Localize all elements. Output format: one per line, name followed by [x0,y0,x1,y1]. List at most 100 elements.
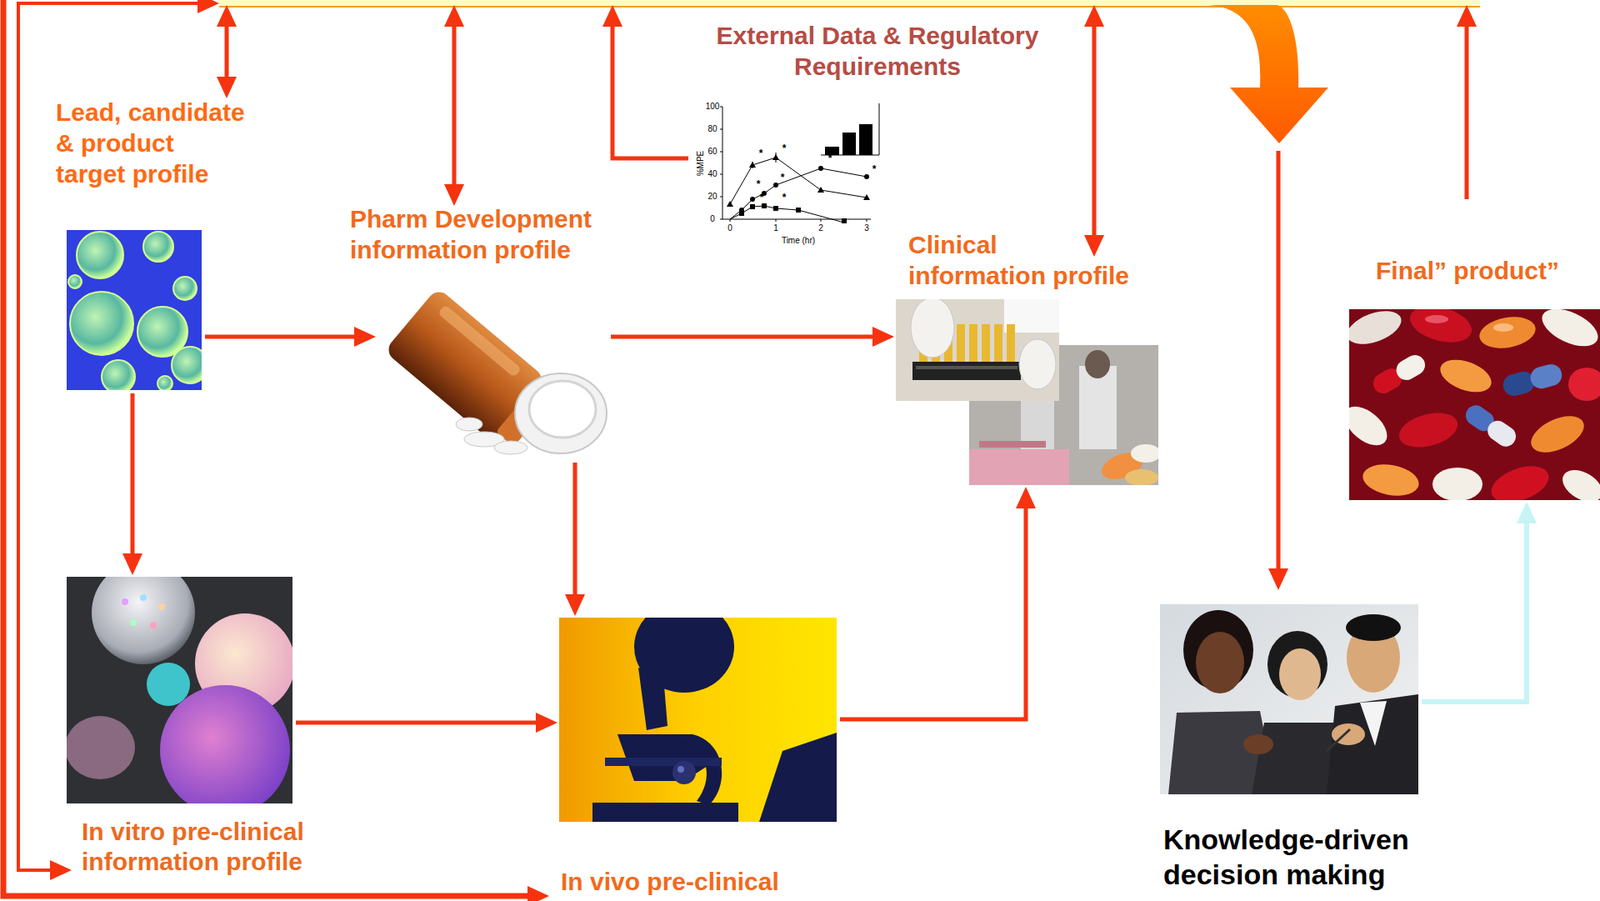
chart-label-box: %MPE [695,150,706,177]
pills-photo-ellipse [1432,467,1483,500]
pill-bottle-g-rect [437,304,522,378]
chart-label-box: * [782,143,787,154]
node-label-box: Lead, candidate & product target profile [55,96,248,190]
chart-label-box: * [782,192,787,203]
clinical-photos [895,299,1159,485]
axis-label: 3 [864,223,870,234]
petri-dish-photo-circle [146,662,190,706]
petri-dish-photo-circle [130,619,137,626]
lead-profile-node: Lead, candidate & product target profile [66,230,202,390]
node-label-box: In vitro pre-clinical information profil… [81,816,332,877]
clinical-photos-rect [969,449,1070,485]
line-chart-path [720,106,867,222]
line-chart-polyline [730,157,867,205]
meeting-photo-path [1326,694,1419,795]
clinical-photos-ellipse [1019,339,1056,390]
band-arrow [612,11,689,159]
pills-photo-ellipse [1435,353,1496,399]
flow-arrow [295,720,551,725]
pills-photo-g [1461,401,1520,451]
microscope-photo-rect [605,757,722,766]
microscope-photo-circle [677,765,685,773]
top-band-edge [219,5,1480,8]
meeting-photo-line [1326,729,1350,751]
microsphere-photo [66,230,202,390]
pills-photo-g-rect [1528,361,1565,391]
line-chart-circle [864,174,870,180]
petri-dish-photo-ellipse [66,715,135,780]
significance-star: * [828,153,833,164]
clinical-photos-rect [994,324,1003,366]
flow-arrow [573,462,578,610]
chart-label-box: 0 [727,223,733,234]
node-label-box: Clinical information profile [908,229,1135,291]
meeting-photo-ellipse [1243,734,1274,755]
top-band [219,0,1480,6]
clinical-photos-ellipse [1085,350,1110,379]
node-label: Pharm Development information profile [350,203,634,265]
line-chart-rect [825,146,840,155]
significance-star: * [756,179,761,190]
chart-label-box: Time (hr) [781,235,815,246]
chart-label-box: * [759,148,764,159]
clinical-photos-rect [981,324,990,366]
line-chart-path [722,106,871,220]
axis-label: 1 [773,223,779,234]
final-product-node: Final” product” [1349,309,1600,500]
line-chart-rect [795,207,801,213]
clinical-photos-rect [1006,324,1015,366]
axis-label: 60 [707,146,717,157]
line-chart-path [820,103,880,155]
significance-star: * [780,172,785,183]
chart-label-box: 80 [707,124,717,135]
meeting-photo [1160,604,1419,795]
petri-dish-photo-circle [160,685,290,804]
significance-star: * [782,143,787,154]
chart-label-box: * [756,179,761,190]
axis-label: 80 [707,124,717,135]
line-chart-polyline [730,168,867,220]
meeting-photo-ellipse [1279,648,1321,700]
axis-label: 0 [727,223,733,234]
line-chart-rect [859,124,873,155]
pills-photo-ellipse [1395,406,1461,453]
pills-photo-ellipse [1525,408,1590,460]
pills-photo-ellipse [1425,315,1449,324]
line-chart-rect [739,210,745,216]
meeting-photo-rect [1160,604,1419,795]
pill-bottle [377,285,608,460]
chart-label-box: 100 [705,101,720,112]
line-chart-rect [773,205,779,211]
microsphere-photo-circle [76,231,124,279]
line-chart-rect [761,203,767,209]
node-label-box: Final” product” [1375,255,1593,286]
clinical-photos-rect [956,324,965,366]
pills-photo-ellipse [1349,399,1395,454]
node-label: External Data & Regulatory Requirements [681,20,1074,82]
feedback-line [3,0,543,896]
line-chart-rect [694,101,904,250]
axis-label: %MPE [695,150,706,177]
petri-dish-photo-circle [121,598,129,605]
pills-photo-g-rect [1392,351,1429,385]
meeting-photo-path [1360,700,1387,746]
significance-star: * [760,192,765,203]
node-label: In vivo pre-clinical [560,866,828,897]
pills-photo-g-rect [1483,416,1520,450]
chart-label-box: 20 [707,191,717,202]
node-label: Clinical information profile [908,229,1135,291]
chart-label-box: * [780,172,785,183]
pills-photo-ellipse [1493,323,1514,332]
petri-dish-photo [66,576,293,804]
node-label-box: In vivo pre-clinical [560,866,828,897]
chart-label-box: 60 [707,146,717,157]
microsphere-photo-circle [157,375,173,390]
clinical-photos-rect [1079,365,1117,450]
chart-label-box: 3 [864,223,870,234]
pills-photo-ellipse [1349,309,1406,351]
microscope-photo [559,617,837,822]
band-arrow [225,11,230,92]
petri-dish-photo-circle [158,603,165,610]
